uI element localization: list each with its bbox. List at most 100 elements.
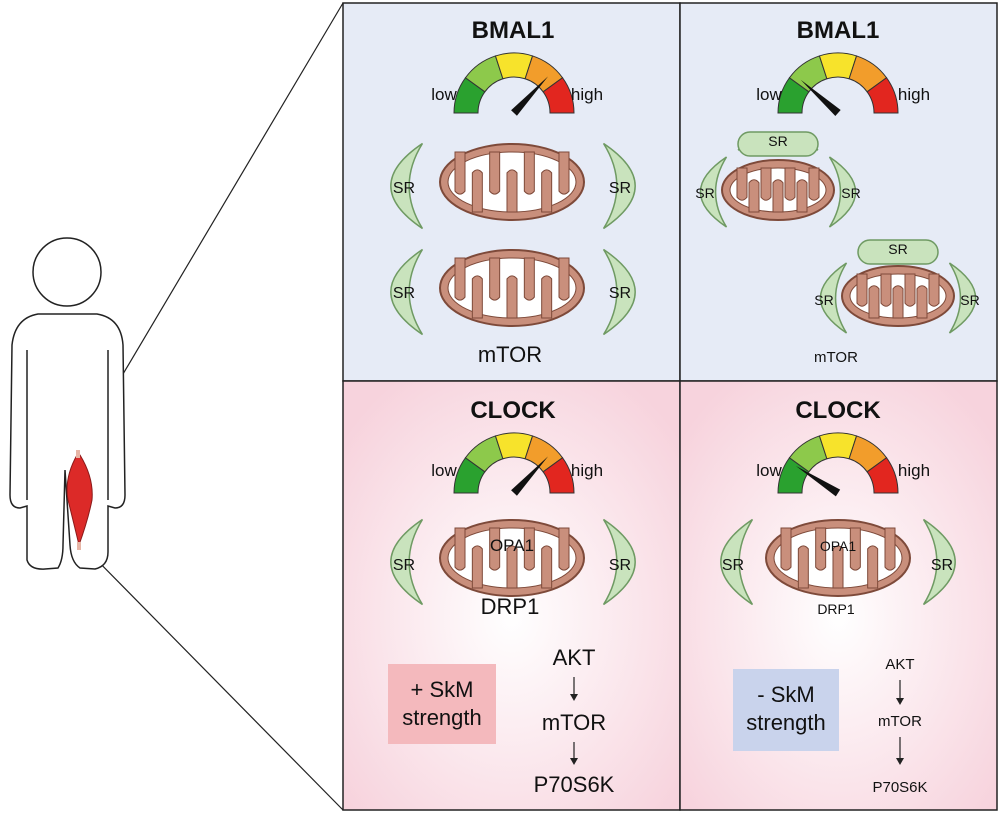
mitochondrion-icon <box>439 143 585 221</box>
mitochondrion-icon <box>439 249 585 327</box>
sr-label: SR <box>609 180 631 197</box>
strength-line2: strength <box>402 705 482 730</box>
sr-label: SR <box>931 557 953 574</box>
crista <box>808 167 820 201</box>
gauge-top-left-high-label: high <box>571 85 603 104</box>
arrow-head-icon <box>570 758 578 765</box>
gauge-bottom-left <box>453 432 575 496</box>
sr-crescent <box>390 518 424 606</box>
gauge-top-right-high-label: high <box>898 85 930 104</box>
crista <box>523 151 535 195</box>
gauge-needle <box>511 456 549 496</box>
crista <box>904 273 916 307</box>
sr-label: SR <box>393 285 415 302</box>
mito-group-bl <box>390 518 636 606</box>
mitochondrion-icon <box>841 265 955 327</box>
crista <box>748 179 760 213</box>
sr-crescent <box>819 262 848 334</box>
strength-box-positive <box>388 664 496 744</box>
pathway-step: AKT <box>885 656 914 673</box>
sr-crescent <box>720 518 754 606</box>
sr-crescent <box>602 142 636 230</box>
mito-cluster-tr-2 <box>819 239 977 334</box>
sr-label: SR <box>768 133 787 149</box>
crista <box>471 169 483 213</box>
crista <box>760 167 772 201</box>
crista <box>454 527 466 571</box>
mito-group-tl-1 <box>390 142 636 230</box>
gauge-top-left <box>453 52 575 116</box>
strength-box-negative <box>733 669 839 751</box>
crista <box>736 167 748 201</box>
crista <box>867 545 879 589</box>
crista <box>772 179 784 213</box>
crista <box>880 273 892 307</box>
gauge-top-left-low-label: low <box>431 85 457 104</box>
sr-crescent <box>602 248 636 336</box>
crista <box>868 285 880 319</box>
crista <box>506 275 518 319</box>
mito-label-opa1: OPA1 <box>820 538 857 554</box>
sr-label: SR <box>609 557 631 574</box>
gauge-bottom-left-low-label: low <box>431 461 457 480</box>
figure-body <box>9 313 126 570</box>
sr-label: SR <box>393 557 415 574</box>
sr-cap <box>737 131 819 157</box>
pathway-step: AKT <box>553 645 596 670</box>
gauge-bottom-right-low-label: low <box>756 461 782 480</box>
panel-top-left-title: BMAL1 <box>472 17 555 44</box>
crista <box>797 545 809 589</box>
sr-crescent <box>390 248 424 336</box>
pathway-step: P70S6K <box>872 779 927 796</box>
sr-label: SR <box>722 557 744 574</box>
arrow-head-icon <box>896 758 904 765</box>
crista <box>506 545 518 589</box>
gauge-needle <box>795 465 841 497</box>
crista <box>471 275 483 319</box>
gauge-segment <box>542 457 575 494</box>
sr-label: SR <box>888 241 907 257</box>
gauge-bottom-right <box>777 432 899 497</box>
sr-label: SR <box>609 285 631 302</box>
crista <box>884 527 896 571</box>
mito-cluster-tr-1 <box>699 131 857 228</box>
crista <box>780 527 792 571</box>
sr-label: SR <box>695 185 714 201</box>
crista <box>784 167 796 201</box>
crista <box>489 527 501 571</box>
arrow-head-icon <box>570 694 578 701</box>
crista <box>541 275 553 319</box>
sr-crescent <box>699 156 728 228</box>
mitochondrion-icon <box>439 519 585 597</box>
gauge-segment <box>866 457 899 494</box>
sr-label: SR <box>960 292 979 308</box>
crista <box>506 169 518 213</box>
gauge-bottom-left-high-label: high <box>571 461 603 480</box>
gauge-segment <box>542 77 575 114</box>
crista <box>541 545 553 589</box>
gauge-bottom-right-high-label: high <box>898 461 930 480</box>
panel-bottom-right-protein: DRP1 <box>817 601 855 617</box>
mito-group-tl-2 <box>390 248 636 336</box>
human-figure <box>9 237 126 570</box>
panel-top-right-protein: mTOR <box>814 349 858 366</box>
arrow-head-icon <box>896 698 904 705</box>
pathway-step: mTOR <box>878 713 922 730</box>
sr-crescent <box>948 262 977 334</box>
crista <box>856 273 868 307</box>
gauge-segment <box>866 77 899 114</box>
crista <box>558 257 570 301</box>
sr-crescent <box>602 518 636 606</box>
crista <box>471 545 483 589</box>
crista <box>454 151 466 195</box>
panel-top-right-title: BMAL1 <box>797 17 880 44</box>
crista <box>892 285 904 319</box>
gauge-top-right-low-label: low <box>756 85 782 104</box>
crista <box>558 151 570 195</box>
crista <box>523 527 535 571</box>
panel-bottom-left-title: CLOCK <box>470 397 556 424</box>
crista <box>849 527 861 571</box>
mitochondrion-icon <box>765 519 911 597</box>
crista <box>541 169 553 213</box>
